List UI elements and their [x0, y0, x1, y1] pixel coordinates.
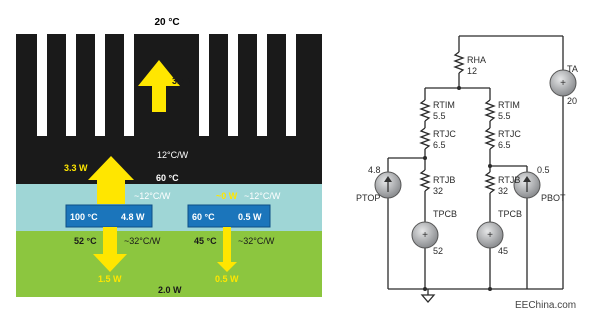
right-chip-temp: 60 °C: [192, 212, 215, 222]
svg-text:+: +: [487, 230, 493, 241]
left-tpcb-label: TPCB: [433, 209, 457, 219]
right-tpcb-source: +: [476, 221, 504, 249]
left-rtim-resistor: [419, 99, 431, 122]
ta-value: 20: [567, 96, 577, 106]
svg-text:+: +: [560, 78, 566, 89]
left-flow-down-label: 1.5 W: [98, 274, 122, 284]
left-rtjb-resistor: [419, 169, 431, 192]
rha-resistor: [453, 51, 465, 74]
right-rtjc-resistor: [484, 127, 496, 150]
left-rtjb-label: RTJB: [433, 175, 455, 185]
left-tim-resistance-label: ~12°C/W: [134, 191, 171, 201]
circuit-junctions: [423, 86, 492, 291]
right-rtjb-value: 32: [498, 186, 508, 196]
left-rtjc-value: 6.5: [433, 140, 446, 150]
ptop-value: 4.8: [368, 165, 381, 175]
pbot-source: [513, 171, 541, 199]
circuit-labels: RHA 12 TA 20 RTIM 5.5 RTJC 6.5 RTJB 32 4…: [356, 55, 578, 256]
left-rtjb-value: 32: [433, 186, 443, 196]
thermal-model: 20 °C 3.3 W 12°C/W 60 °C 3.3 W ~12°C/W ~…: [16, 17, 322, 297]
interface-temp-label: 60 °C: [156, 173, 179, 183]
right-tim-resistance-label: ~12°C/W: [244, 191, 281, 201]
pbot-label: PBOT: [541, 193, 566, 203]
left-flow-label: 3.3 W: [64, 163, 88, 173]
sink-flow-arrow: [138, 60, 180, 112]
left-chip-temp: 100 °C: [70, 212, 98, 222]
right-chip: 60 °C 0.5 W: [187, 204, 271, 228]
right-tpcb-value: 45: [498, 246, 508, 256]
left-tpcb-source: +: [411, 221, 439, 249]
left-flow-down-arrow: [93, 227, 127, 272]
right-rtim-value: 5.5: [498, 111, 511, 121]
right-pcb-temp-label: 45 °C: [194, 236, 217, 246]
left-pcb-temp-label: 52 °C: [74, 236, 97, 246]
left-chip-power: 4.8 W: [121, 212, 145, 222]
rha-value: 12: [467, 66, 477, 76]
right-pcb-resistance-label: ~32°C/W: [238, 236, 275, 246]
right-rtjc-label: RTJC: [498, 129, 521, 139]
right-flow-down-arrow: [217, 227, 237, 272]
left-flow-arrow: [88, 156, 134, 204]
left-pcb-resistance-label: ~32°C/W: [124, 236, 161, 246]
svg-text:+: +: [422, 230, 428, 241]
right-rtjb-resistor: [484, 171, 496, 194]
pbot-value: 0.5: [537, 165, 550, 175]
left-chip: 100 °C 4.8 W: [65, 204, 153, 228]
sink-resistance-label: 12°C/W: [157, 150, 189, 160]
ptop-label: PTOP: [356, 193, 380, 203]
equivalent-circuit: [387, 35, 564, 303]
heatsink: [16, 34, 322, 184]
ptop-source: [374, 171, 402, 199]
left-tpcb-value: 52: [433, 246, 443, 256]
left-rtjc-resistor: [419, 127, 431, 150]
right-chip-power: 0.5 W: [238, 212, 262, 222]
ta-source: +: [549, 69, 577, 97]
right-rtim-resistor: [484, 99, 496, 122]
pcb-power-label: 2.0 W: [158, 285, 182, 295]
ambient-temp-label: 20 °C: [154, 17, 179, 28]
rha-label: RHA: [467, 55, 486, 65]
ta-label: TA: [567, 64, 578, 74]
sink-flow-label: 3.3 W: [172, 76, 196, 86]
left-rtjc-label: RTJC: [433, 129, 456, 139]
right-rtjc-value: 6.5: [498, 140, 511, 150]
right-flow-to-sink-label: ~0 W: [216, 191, 238, 201]
right-rtjb-label: RTJB: [498, 175, 520, 185]
left-rtim-label: RTIM: [433, 100, 455, 110]
left-rtim-value: 5.5: [433, 111, 446, 121]
right-rtim-label: RTIM: [498, 100, 520, 110]
right-flow-down-label: 0.5 W: [215, 274, 239, 284]
pcb-layer: [16, 231, 322, 297]
watermark: EEChina.com: [515, 300, 576, 311]
right-tpcb-label: TPCB: [498, 209, 522, 219]
